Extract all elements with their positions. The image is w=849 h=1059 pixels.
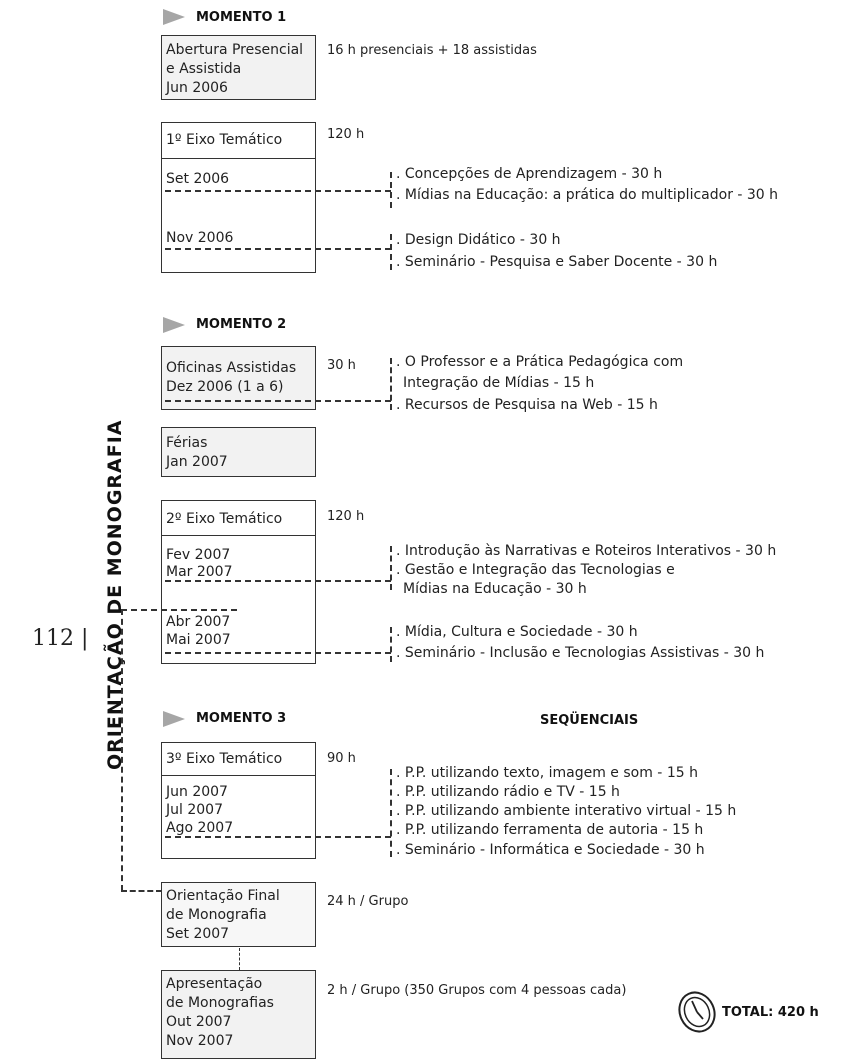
m1-item-4: . Seminário - Pesquisa e Saber Docente -…: [396, 254, 718, 270]
oficinas-item-2: . Recursos de Pesquisa na Web - 15 h: [396, 397, 658, 413]
eixo-1-title: 1º Eixo Temático: [166, 132, 283, 148]
m3-item-3: . P.P. utilizando ambiente interativo vi…: [396, 803, 737, 819]
eixo-3-date-jul: Jul 2007: [166, 802, 223, 818]
connector-orientacao-apresentacao: [239, 948, 240, 970]
abertura-box: Abertura Presencial e Assistida Jun 2006: [161, 35, 316, 100]
momento-2-arrow-icon: [163, 317, 185, 333]
m3-item-5: . Seminário - Informática e Sociedade - …: [396, 842, 705, 858]
apresentacao-line-2: de Monografias: [166, 995, 274, 1011]
total-label: TOTAL: 420 h: [722, 1005, 819, 1020]
oficinas-item-1: . O Professor e a Prática Pedagógica com: [396, 354, 684, 370]
eixo-3-divider: [162, 775, 315, 776]
eixo-2-date-mai: Mai 2007: [166, 632, 231, 648]
momento-1-title: MOMENTO 1: [196, 10, 287, 25]
abertura-line-1: Abertura Presencial: [166, 42, 304, 58]
m2-item-2-cont: Mídias na Educação - 30 h: [403, 581, 587, 597]
m2-item-3: . Mídia, Cultura e Sociedade - 30 h: [396, 624, 638, 640]
m3-item-1: . P.P. utilizando texto, imagem e som - …: [396, 765, 698, 781]
orientacao-bracket-top: [121, 609, 237, 611]
bracket-nov-2006: [390, 234, 392, 270]
bracket-mai-2007: [390, 627, 392, 662]
page-number: 112 |: [32, 626, 89, 651]
apresentacao-box: Apresentação de Monografias Out 2007 Nov…: [161, 970, 316, 1059]
apresentacao-line-1: Apresentação: [166, 976, 263, 992]
clock-icon: [678, 991, 716, 1033]
ferias-line-2: Jan 2007: [166, 454, 228, 470]
m1-item-1: . Concepções de Aprendizagem - 30 h: [396, 166, 663, 182]
orientacao-line-3: Set 2007: [166, 926, 230, 942]
apresentacao-line-4: Nov 2007: [166, 1033, 234, 1049]
m1-item-2: . Mídias na Educação: a prática do multi…: [396, 187, 779, 203]
ferias-box: Férias Jan 2007: [161, 427, 316, 477]
oficinas-box: Oficinas Assistidas Dez 2006 (1 a 6): [161, 346, 316, 410]
eixo-1-date-nov: Nov 2006: [166, 230, 234, 246]
m2-item-4: . Seminário - Inclusão e Tecnologias Ass…: [396, 645, 765, 661]
oficinas-hours: 30 h: [327, 358, 356, 373]
eixo-3-box: 3º Eixo Temático Jun 2007 Jul 2007 Ago 2…: [161, 742, 316, 859]
connector-mai-2007: [165, 652, 391, 654]
momento-3-title: MOMENTO 3: [196, 711, 287, 726]
apresentacao-note: 2 h / Grupo (350 Grupos com 4 pessoas ca…: [327, 983, 627, 998]
abertura-line-2: e Assistida: [166, 61, 242, 77]
orientacao-final-box: Orientação Final de Monografia Set 2007: [161, 882, 316, 947]
eixo-2-date-fev: Fev 2007: [166, 547, 231, 563]
connector-set-2006: [165, 190, 391, 192]
eixo-1-date-set: Set 2006: [166, 171, 230, 187]
momento-1-arrow-icon: [163, 9, 185, 25]
connector-ago-2007: [165, 836, 391, 838]
eixo-2-date-mar: Mar 2007: [166, 564, 233, 580]
connector-nov-2006: [165, 248, 391, 250]
oficinas-line-2: Dez 2006 (1 a 6): [166, 379, 284, 395]
oficinas-line-1: Oficinas Assistidas: [166, 360, 297, 376]
bracket-mar-2007: [390, 546, 392, 590]
m3-item-4: . P.P. utilizando ferramenta de autoria …: [396, 822, 704, 838]
orientacao-bracket-bottom: [121, 890, 162, 892]
eixo-2-box: 2º Eixo Temático Fev 2007 Mar 2007 Abr 2…: [161, 500, 316, 664]
eixo-3-hours: 90 h: [327, 751, 356, 766]
ferias-line-1: Férias: [166, 435, 208, 451]
apresentacao-line-3: Out 2007: [166, 1014, 232, 1030]
eixo-2-date-abr: Abr 2007: [166, 614, 231, 630]
oficinas-item-1-cont: Integração de Mídias - 15 h: [403, 375, 595, 391]
m1-item-3: . Design Didático - 30 h: [396, 232, 561, 248]
eixo-2-title: 2º Eixo Temático: [166, 511, 283, 527]
connector-mar-2007: [165, 580, 391, 582]
connector-oficinas: [165, 400, 391, 402]
bracket-eixo-3: [390, 769, 392, 857]
eixo-3-date-jun: Jun 2007: [166, 784, 228, 800]
eixo-3-title: 3º Eixo Temático: [166, 751, 283, 767]
orientacao-note: 24 h / Grupo: [327, 894, 409, 909]
eixo-1-box: 1º Eixo Temático Set 2006 Nov 2006: [161, 122, 316, 273]
m3-item-2: . P.P. utilizando rádio e TV - 15 h: [396, 784, 620, 800]
orientacao-bracket-vertical: [121, 609, 123, 891]
m2-item-1: . Introdução às Narrativas e Roteiros In…: [396, 543, 777, 559]
eixo-1-divider: [162, 158, 315, 159]
momento-2-title: MOMENTO 2: [196, 317, 287, 332]
eixo-2-divider: [162, 535, 315, 536]
orientacao-line-1: Orientação Final: [166, 888, 280, 904]
momento-3-arrow-icon: [163, 711, 185, 727]
eixo-2-hours: 120 h: [327, 509, 365, 524]
eixo-3-date-ago: Ago 2007: [166, 820, 234, 836]
eixo-1-hours: 120 h: [327, 127, 365, 142]
m2-item-2: . Gestão e Integração das Tecnologias e: [396, 562, 675, 578]
sequenciais-header: SEQÜENCIAIS: [540, 713, 639, 728]
orientacao-line-2: de Monografia: [166, 907, 267, 923]
abertura-note: 16 h presenciais + 18 assistidas: [327, 43, 537, 58]
bracket-oficinas: [390, 358, 392, 410]
abertura-line-3: Jun 2006: [166, 80, 228, 96]
bracket-set-2006: [390, 172, 392, 208]
